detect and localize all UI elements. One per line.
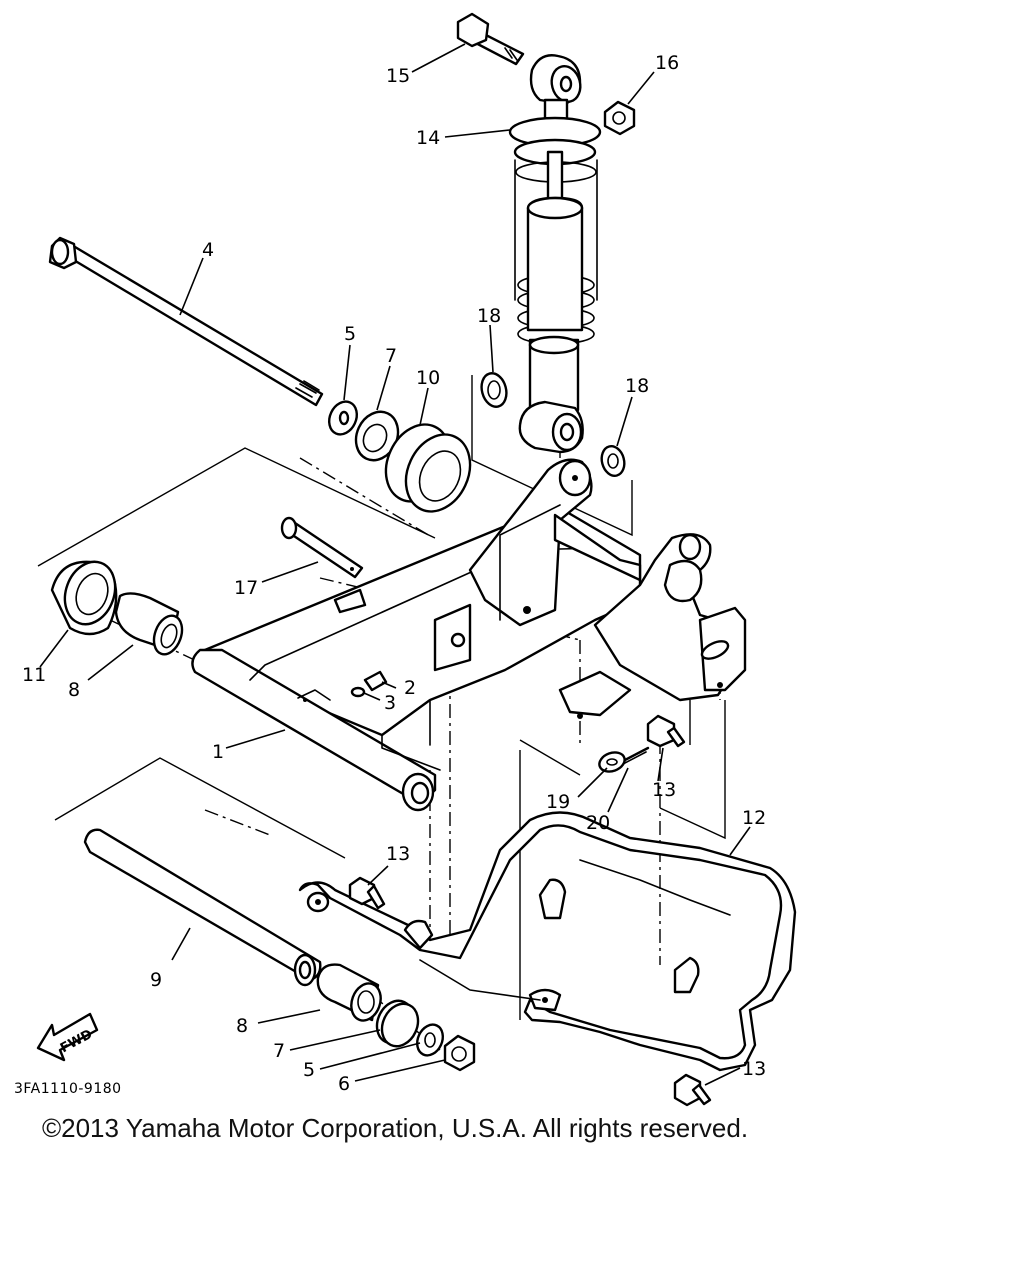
rear-arm	[191, 458, 747, 812]
callout-18b: 18	[625, 375, 649, 397]
pivot-shaft	[48, 236, 324, 407]
callout-15: 15	[386, 65, 410, 87]
bolts-13	[348, 714, 712, 1107]
callout-12: 12	[742, 807, 766, 829]
thrust-collar	[384, 423, 472, 513]
callout-6: 6	[338, 1073, 350, 1095]
callout-numbers: 1 2 3 4 5 6 7 8 9 10 11 12 13 14 15 16 1…	[22, 52, 766, 1095]
callout-5: 5	[344, 323, 356, 345]
callout-1: 1	[212, 741, 224, 763]
callout-13b: 13	[652, 779, 676, 801]
bushing-collar-11	[50, 560, 118, 636]
callout-4: 4	[202, 239, 214, 261]
callout-8: 8	[68, 679, 80, 701]
copyright-notice: ©2013 Yamaha Motor Corporation, U.S.A. A…	[41, 1113, 749, 1143]
callout-5b: 5	[303, 1059, 315, 1081]
callout-13c: 13	[742, 1058, 766, 1080]
rear-arm-guard-12	[298, 811, 797, 1072]
callout-7: 7	[385, 345, 397, 367]
oil-seal-bottom	[375, 999, 420, 1048]
cotter-pin-20	[622, 746, 650, 765]
callout-10: 10	[416, 367, 440, 389]
washer-bottom	[415, 1023, 445, 1057]
callout-19: 19	[546, 791, 570, 813]
washer-19	[598, 751, 626, 773]
callout-20: 20	[586, 812, 610, 834]
callout-9: 9	[150, 969, 162, 991]
shock-absorber	[456, 12, 636, 477]
part-code: 3FA1110-9180	[14, 1081, 122, 1097]
callout-18: 18	[477, 305, 501, 327]
bushing-8-bottom	[316, 963, 382, 1022]
callout-3: 3	[384, 692, 396, 714]
callout-16: 16	[655, 52, 679, 74]
nut-6	[443, 1034, 476, 1072]
bushing-8-top	[114, 592, 184, 656]
fwd-arrow-icon: FWD	[36, 1012, 99, 1062]
callout-11: 11	[22, 664, 46, 686]
pivot-washer-top	[328, 400, 358, 436]
callout-14: 14	[416, 127, 440, 149]
pin-17	[280, 516, 364, 579]
callout-13: 13	[386, 843, 410, 865]
callout-7b: 7	[273, 1040, 285, 1062]
callout-8b: 8	[236, 1015, 248, 1037]
rear-arm-tube-9	[83, 828, 322, 987]
callout-17: 17	[234, 577, 258, 599]
leader-lines	[39, 43, 751, 1086]
callout-2: 2	[404, 677, 416, 699]
